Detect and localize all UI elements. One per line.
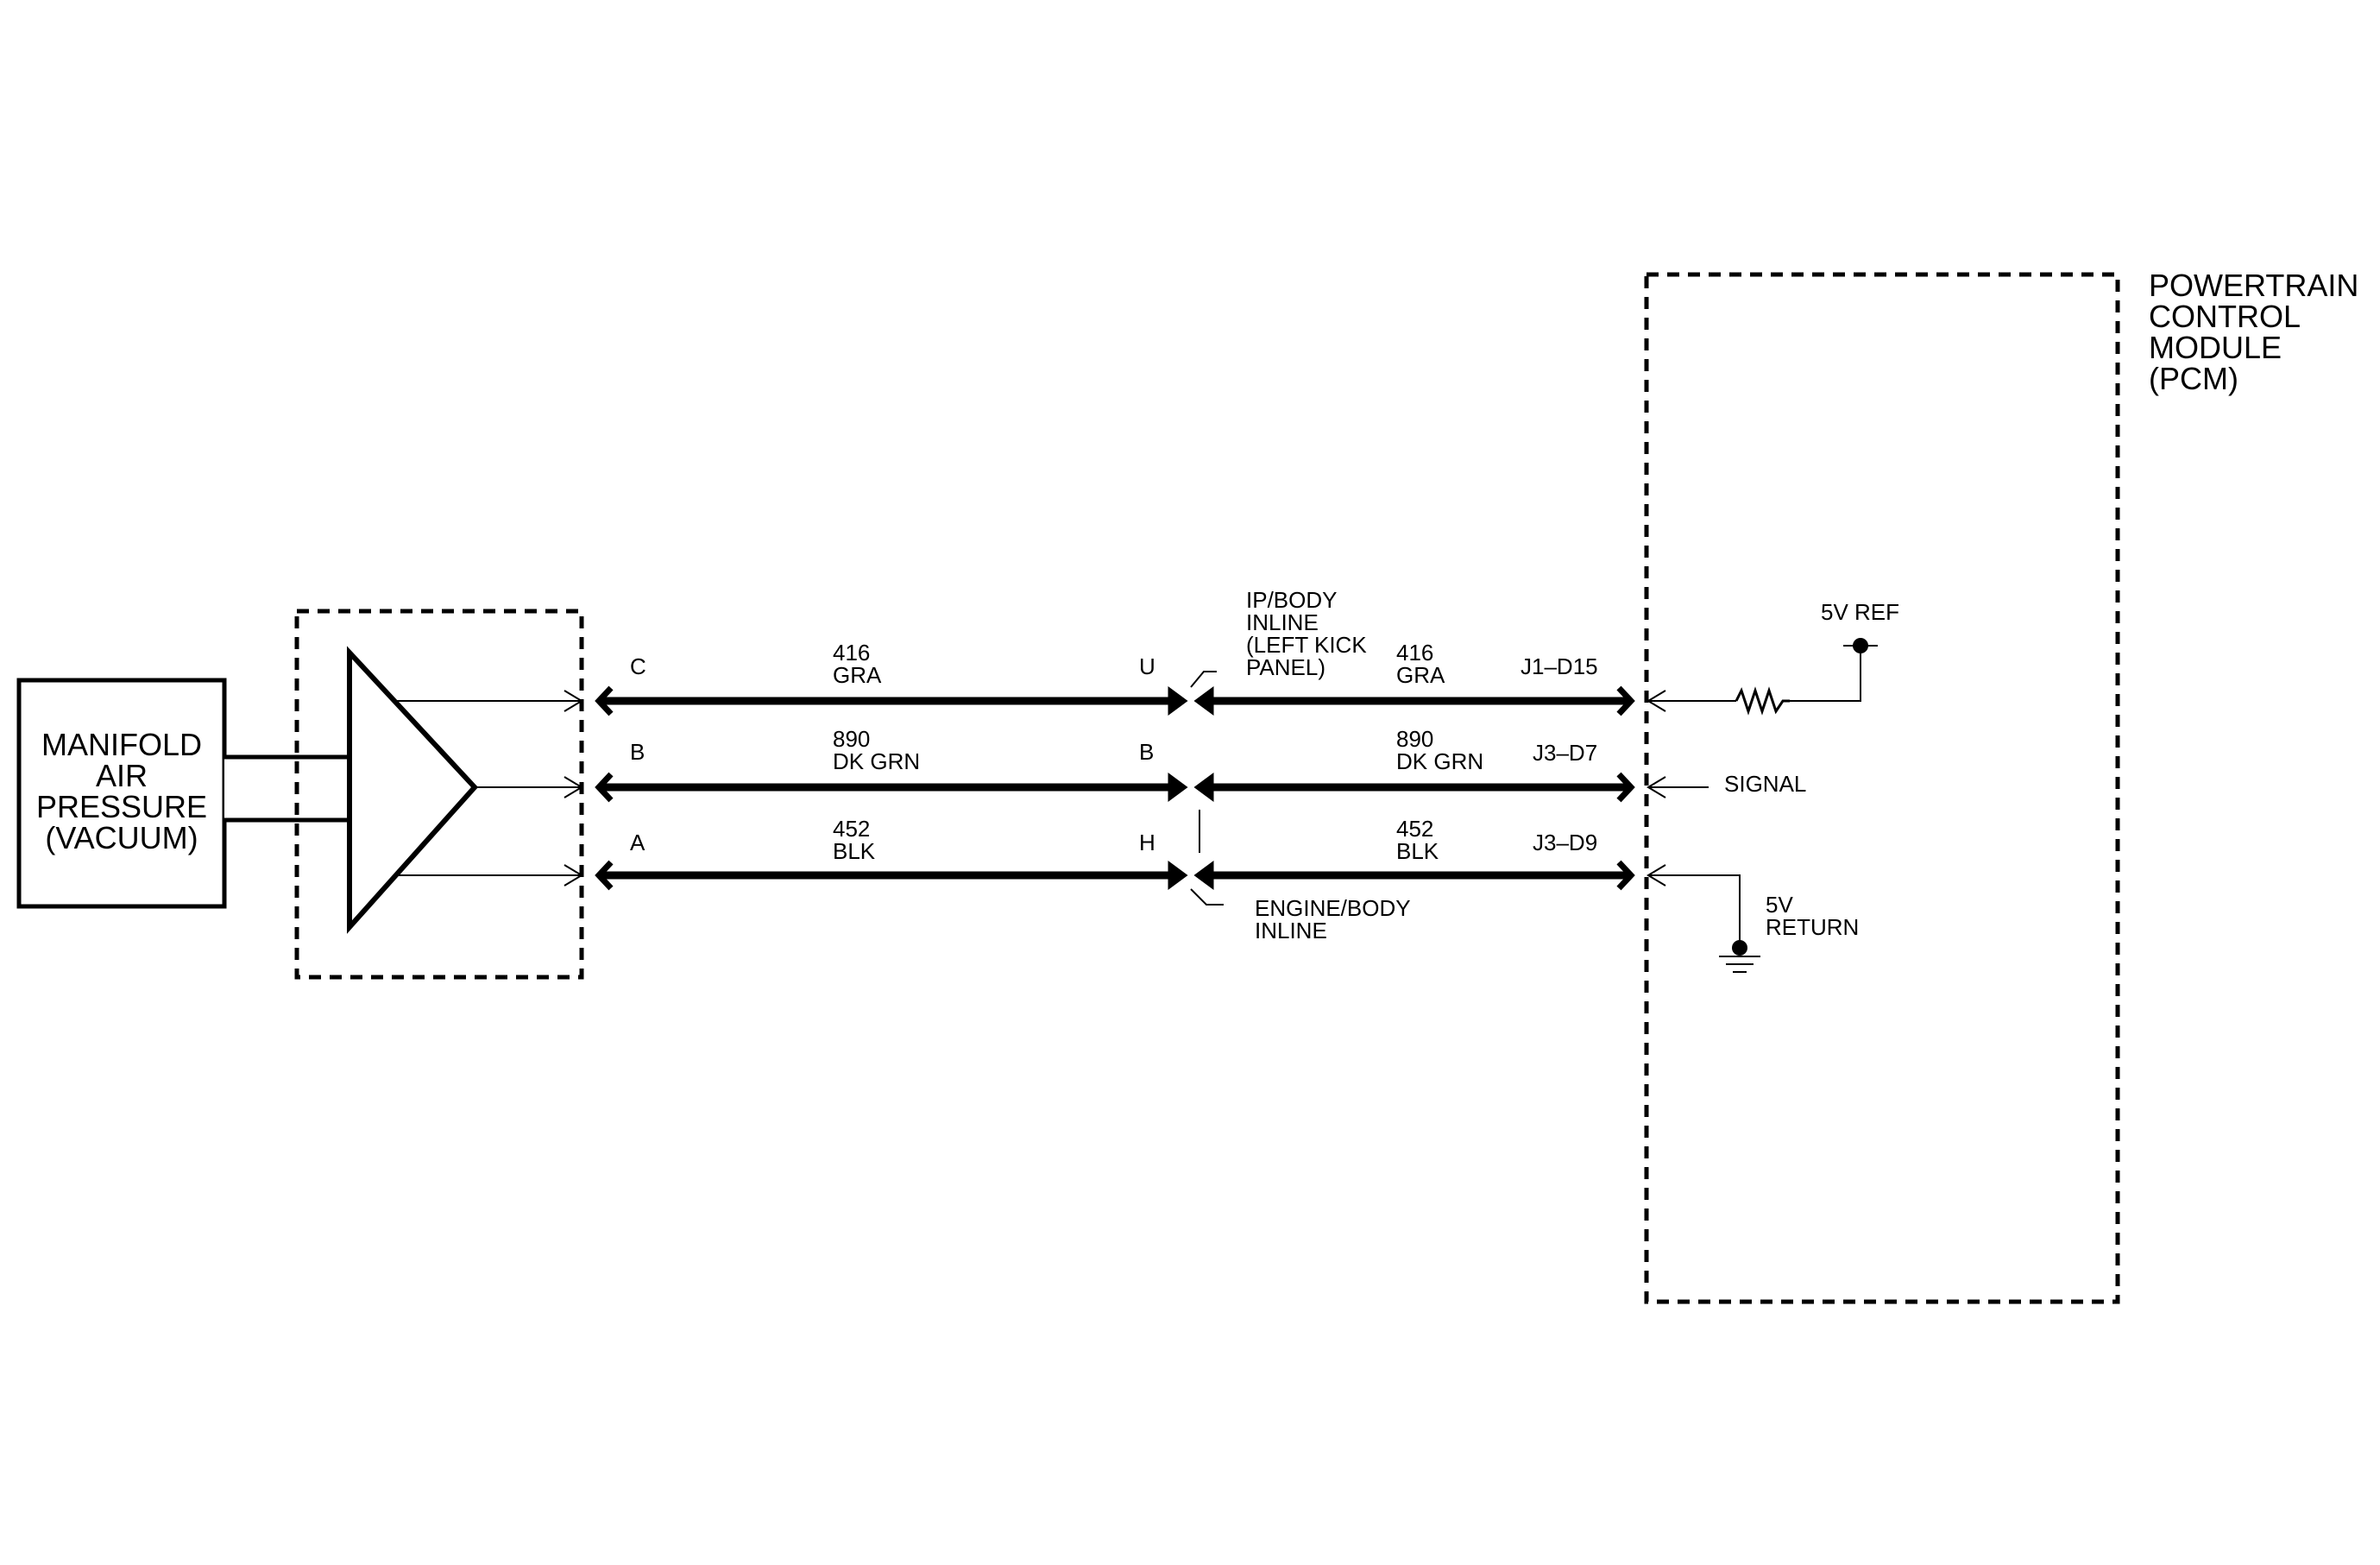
resistor-icon: [1735, 686, 1790, 716]
sensor-pin-b-arrow: [564, 776, 583, 798]
wire-a-right-circuit: 452: [1396, 816, 1433, 842]
return-lead: [1648, 874, 1741, 948]
sensor-pin-a-label: A: [630, 830, 645, 855]
wire-a-right-arrow: [1193, 861, 1214, 890]
ip-body-inline-leader: [1190, 671, 1217, 688]
wire-c-left-start-cap: [595, 685, 614, 716]
ip-body-inline-label-line-2: INLINE: [1246, 609, 1319, 635]
wire-a-right-color: BLK: [1396, 838, 1439, 864]
ip-body-inline-label-line-3: (LEFT KICK: [1246, 632, 1367, 658]
wire-a-left-circuit: 452: [833, 816, 870, 842]
ip-body-inline-label-line-4: PANEL): [1246, 654, 1325, 680]
inline-pin-h-label: H: [1139, 830, 1155, 855]
signal-label: SIGNAL: [1724, 771, 1806, 797]
sensor-pin-a-arrow: [564, 864, 583, 887]
ref-terminal-dot: [1853, 638, 1868, 653]
wire-a-right-end-cap: [1616, 860, 1635, 891]
inline-pin-b-label: B: [1139, 739, 1154, 765]
wire-b-left-start-cap: [595, 772, 614, 803]
wire-c-right-arrow: [1193, 686, 1214, 716]
wire-c-left-color: GRA: [833, 662, 882, 688]
return-label-line-2: RETURN: [1766, 914, 1859, 940]
sensor-pin-b-label: B: [630, 739, 645, 765]
return-label-line-1: 5V: [1766, 892, 1793, 918]
return-terminal-dot: [1732, 940, 1747, 956]
sensor-amplifier-triangle: [347, 646, 479, 934]
pcm-pin-j1-d15-label: J1–D15: [1521, 653, 1598, 679]
pcm-name-line-3: MODULE: [2149, 330, 2282, 365]
wire-c-right-circuit: 416: [1396, 640, 1433, 666]
sensor-name-line-3: PRESSURE: [36, 789, 207, 824]
wire-a-left-arrow: [1168, 861, 1188, 890]
engine-body-inline-label-line-1: ENGINE/BODY: [1255, 895, 1411, 921]
engine-body-inline-label-line-2: INLINE: [1255, 918, 1327, 943]
wire-b-right-end-cap: [1616, 772, 1635, 803]
sensor-connector-outline: [294, 609, 584, 980]
pcm-name-line-1: POWERTRAIN: [2149, 268, 2358, 303]
map-sensor-box: [16, 678, 227, 909]
wire-c-right-color: GRA: [1396, 662, 1445, 688]
sensor-pin-c-arrow: [564, 690, 583, 712]
inline-pin-u-label: U: [1139, 653, 1155, 679]
ref-lead-up: [1790, 646, 1861, 702]
wire-a-left-start-cap: [595, 860, 614, 891]
wire-a-left-color: BLK: [833, 838, 876, 864]
ip-body-inline-label-line-1: IP/BODY: [1246, 587, 1337, 613]
wire-b-right-arrow: [1193, 773, 1214, 802]
ref-label: 5V REF: [1821, 599, 1899, 625]
sensor-name-line-2: AIR: [96, 758, 148, 793]
wire-b-left-circuit: 890: [833, 726, 870, 752]
wire-b-left-color: DK GRN: [833, 748, 920, 774]
engine-body-inline-leader: [1190, 888, 1224, 906]
wire-c-left-circuit: 416: [833, 640, 870, 666]
wire-b-right-circuit: 890: [1396, 726, 1433, 752]
wire-b-left-arrow: [1168, 773, 1188, 802]
sensor-name-line-4: (VACUUM): [45, 820, 198, 855]
wire-c-left-arrow: [1168, 686, 1188, 716]
wire-c-right-end-cap: [1616, 685, 1635, 716]
pcm-name-line-4: (PCM): [2149, 361, 2238, 396]
sensor-pin-c-label: C: [630, 653, 646, 679]
sensor-name-line-1: MANIFOLD: [41, 727, 202, 762]
pcm-name-line-2: CONTROL: [2149, 299, 2301, 334]
wire-b-right-color: DK GRN: [1396, 748, 1483, 774]
pcm-pin-j3-d7-label: J3–D7: [1533, 740, 1597, 766]
pcm-outline: [1644, 272, 2120, 1304]
pcm-pin-j3-d9-label: J3–D9: [1533, 830, 1597, 855]
